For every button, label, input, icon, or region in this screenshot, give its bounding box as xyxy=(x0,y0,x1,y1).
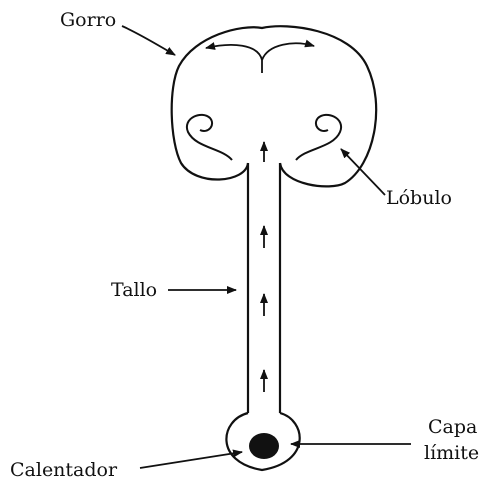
cap-outline xyxy=(172,26,377,186)
label-calentador: Calentador xyxy=(10,459,118,481)
calentador-pointer-arrow xyxy=(140,452,242,468)
label-capa-line1: Capa xyxy=(428,416,477,438)
label-lobulo: Lóbulo xyxy=(386,187,452,209)
cap-center-divide xyxy=(206,45,262,73)
gorro-pointer-arrow xyxy=(122,26,175,55)
label-capa-line2: límite xyxy=(424,442,479,464)
left-lobe-curl xyxy=(187,115,232,160)
cap-right-flow-arrow xyxy=(262,43,314,60)
lobulo-pointer-arrow xyxy=(341,149,385,195)
heater-disc xyxy=(249,433,279,459)
label-gorro: Gorro xyxy=(60,9,116,31)
right-lobe-curl xyxy=(296,115,341,160)
label-tallo: Tallo xyxy=(111,279,157,301)
